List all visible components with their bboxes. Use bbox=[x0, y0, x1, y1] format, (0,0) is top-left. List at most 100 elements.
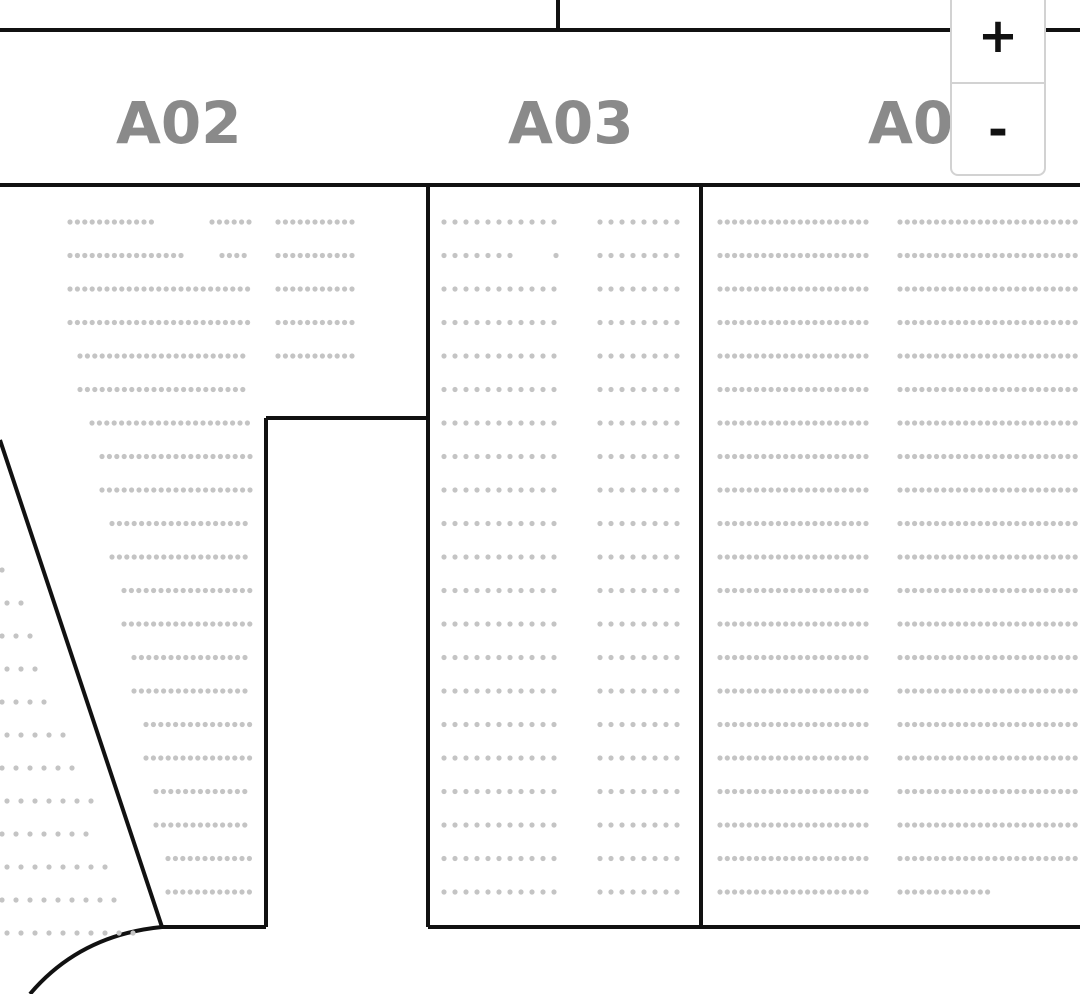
seat[interactable] bbox=[863, 520, 869, 527]
seat[interactable] bbox=[970, 520, 976, 527]
seat[interactable] bbox=[275, 319, 281, 326]
seat[interactable] bbox=[933, 319, 940, 326]
seat[interactable] bbox=[933, 755, 940, 761]
seat[interactable] bbox=[485, 386, 491, 393]
seat[interactable] bbox=[551, 219, 557, 225]
seat[interactable] bbox=[977, 554, 983, 560]
seat[interactable] bbox=[485, 353, 491, 359]
seat[interactable] bbox=[69, 897, 75, 903]
seat[interactable] bbox=[153, 688, 159, 694]
seat[interactable] bbox=[217, 487, 223, 493]
seat[interactable] bbox=[540, 755, 546, 761]
seat[interactable] bbox=[761, 453, 767, 460]
seat[interactable] bbox=[84, 386, 90, 393]
seat[interactable] bbox=[1006, 386, 1013, 393]
seat[interactable] bbox=[131, 520, 137, 527]
seat[interactable] bbox=[790, 353, 796, 359]
seat[interactable] bbox=[55, 897, 61, 903]
seat[interactable] bbox=[797, 420, 803, 426]
seat[interactable] bbox=[1028, 286, 1034, 292]
seat[interactable] bbox=[67, 286, 73, 292]
seat[interactable] bbox=[246, 219, 252, 225]
seat[interactable] bbox=[797, 688, 803, 694]
seat[interactable] bbox=[463, 654, 469, 661]
seat[interactable] bbox=[805, 319, 811, 326]
seat[interactable] bbox=[919, 219, 925, 225]
seat[interactable] bbox=[496, 554, 502, 560]
seat[interactable] bbox=[18, 600, 24, 606]
seat[interactable] bbox=[540, 688, 546, 694]
seat[interactable] bbox=[834, 319, 840, 326]
seat[interactable] bbox=[985, 386, 991, 393]
seat[interactable] bbox=[160, 822, 166, 828]
seat[interactable] bbox=[863, 353, 869, 359]
seat[interactable] bbox=[239, 587, 245, 594]
seat[interactable] bbox=[652, 554, 658, 560]
seat[interactable] bbox=[158, 587, 164, 594]
seat[interactable] bbox=[1014, 219, 1020, 225]
seat[interactable] bbox=[27, 699, 33, 705]
seat[interactable] bbox=[205, 520, 211, 527]
seat[interactable] bbox=[775, 520, 782, 527]
seat[interactable] bbox=[232, 453, 238, 460]
seat[interactable] bbox=[919, 554, 925, 560]
seat[interactable] bbox=[597, 855, 603, 862]
seat[interactable] bbox=[663, 822, 669, 828]
seat[interactable] bbox=[933, 721, 940, 728]
seat[interactable] bbox=[1006, 855, 1013, 862]
seat[interactable] bbox=[608, 721, 614, 728]
seat[interactable] bbox=[724, 755, 730, 761]
seat[interactable] bbox=[1072, 286, 1078, 292]
seat[interactable] bbox=[856, 520, 862, 527]
seat[interactable] bbox=[630, 822, 636, 828]
seat[interactable] bbox=[1058, 554, 1064, 560]
seat[interactable] bbox=[863, 219, 869, 225]
seat[interactable] bbox=[1036, 353, 1042, 359]
seat[interactable] bbox=[195, 621, 201, 627]
seat[interactable] bbox=[746, 286, 752, 292]
seat[interactable] bbox=[834, 788, 840, 795]
seat[interactable] bbox=[156, 319, 162, 326]
seat[interactable] bbox=[474, 755, 480, 761]
seat[interactable] bbox=[210, 353, 216, 359]
seat[interactable] bbox=[790, 688, 796, 694]
seat[interactable] bbox=[1072, 587, 1078, 594]
seat[interactable] bbox=[919, 487, 925, 493]
seat[interactable] bbox=[912, 420, 918, 426]
seat[interactable] bbox=[841, 688, 847, 694]
seat[interactable] bbox=[985, 453, 991, 460]
seat[interactable] bbox=[507, 788, 513, 795]
seat[interactable] bbox=[652, 721, 658, 728]
seat[interactable] bbox=[926, 755, 932, 761]
seat[interactable] bbox=[992, 621, 998, 627]
seat[interactable] bbox=[188, 353, 194, 359]
seat[interactable] bbox=[768, 587, 774, 594]
seat[interactable] bbox=[933, 353, 940, 359]
seat[interactable] bbox=[848, 688, 855, 694]
seat[interactable] bbox=[129, 487, 135, 493]
seat[interactable] bbox=[826, 286, 833, 292]
seat[interactable] bbox=[732, 386, 738, 393]
seat[interactable] bbox=[732, 319, 738, 326]
seat[interactable] bbox=[630, 755, 636, 761]
seat[interactable] bbox=[485, 554, 491, 560]
seat[interactable] bbox=[732, 788, 738, 795]
seat[interactable] bbox=[144, 386, 150, 393]
seat[interactable] bbox=[74, 319, 80, 326]
seat[interactable] bbox=[96, 420, 102, 426]
seat[interactable] bbox=[485, 721, 491, 728]
seat[interactable] bbox=[463, 286, 469, 292]
seat[interactable] bbox=[150, 755, 156, 761]
seat[interactable] bbox=[819, 788, 825, 795]
seat[interactable] bbox=[1036, 219, 1042, 225]
seat[interactable] bbox=[941, 822, 947, 828]
seat[interactable] bbox=[111, 252, 117, 259]
seat[interactable] bbox=[180, 453, 186, 460]
seat[interactable] bbox=[597, 721, 603, 728]
seat[interactable] bbox=[999, 520, 1005, 527]
seat[interactable] bbox=[121, 487, 127, 493]
seat[interactable] bbox=[768, 621, 774, 627]
seat[interactable] bbox=[463, 587, 469, 594]
seat[interactable] bbox=[963, 487, 969, 493]
seat[interactable] bbox=[441, 286, 447, 292]
